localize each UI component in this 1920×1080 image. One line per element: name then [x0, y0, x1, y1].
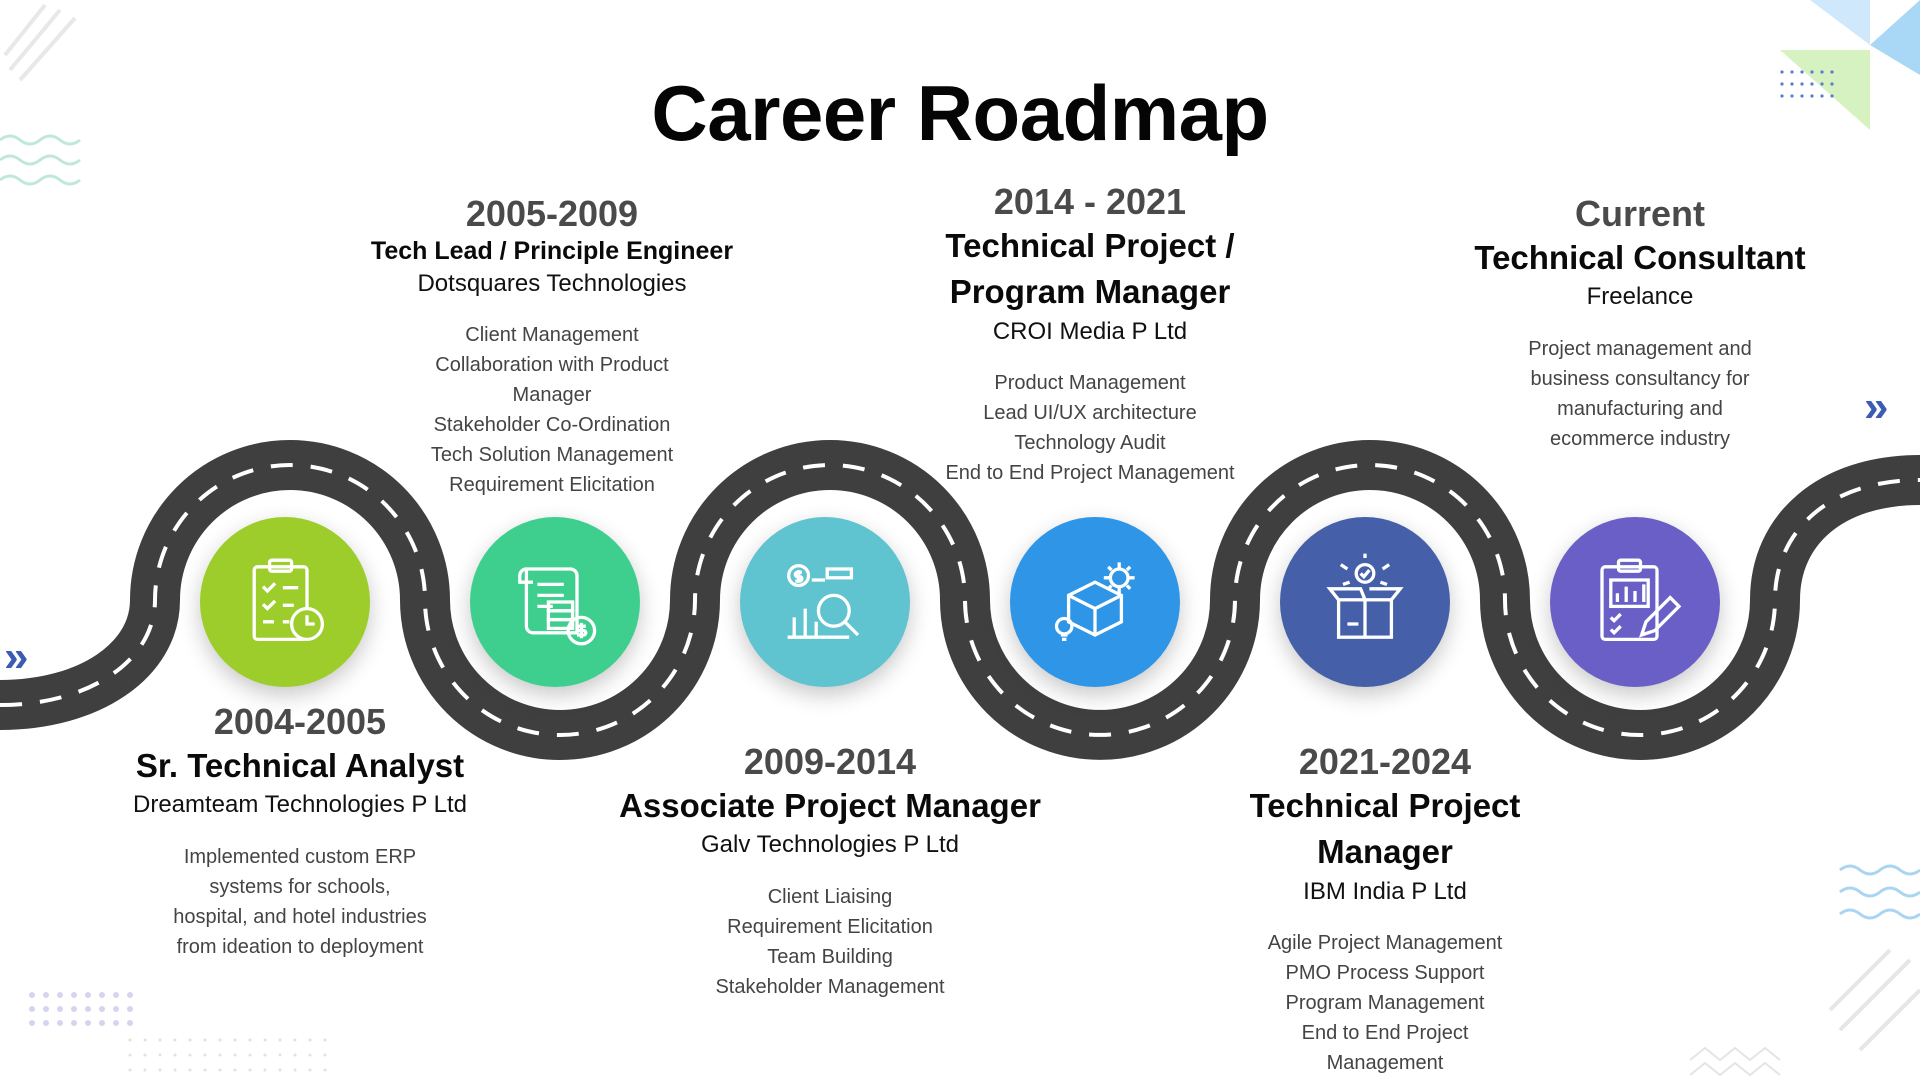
milestone-company: Dreamteam Technologies P Ltd — [133, 791, 467, 819]
list-item: PMO Process Support — [1285, 961, 1485, 984]
milestone-icon-3 — [740, 517, 910, 687]
list-item: Client Liaising — [767, 885, 893, 908]
document-coins-icon — [518, 567, 597, 646]
decor-bottom-right — [1690, 864, 1920, 1077]
decor-bottom-left — [29, 992, 327, 1072]
milestone-icon-4 — [1010, 517, 1180, 687]
list-item: Lead UI/UX architecture — [983, 401, 1197, 424]
list-item: Collaboration with Product — [435, 354, 669, 377]
list-item: Team Building — [767, 945, 893, 968]
milestone-role: Technical Project / Program Manager — [945, 227, 1235, 311]
list-item: Technology Audit — [1014, 431, 1166, 454]
milestone-description: Implemented custom ERP systems for schoo… — [173, 845, 427, 958]
milestone-icon-1 — [200, 517, 370, 687]
double-chevron-right-icon: » — [4, 632, 29, 681]
milestone-year: 2004-2005 — [213, 701, 387, 742]
list-item: Manager — [512, 384, 592, 407]
decor-top-right — [1780, 0, 1920, 130]
milestone-year: 2005-2009 — [465, 193, 639, 234]
milestone-responsibilities: Client Management Collaboration with Pro… — [352, 320, 752, 500]
milestone-year: 2014 - 2021 — [993, 181, 1187, 222]
list-item: Stakeholder Management — [715, 975, 945, 998]
clipboard-clock-icon — [252, 558, 325, 642]
milestone-icon-6 — [1550, 517, 1720, 687]
page-title: Career Roadmap — [651, 69, 1269, 157]
milestone-year: 2021-2024 — [1298, 741, 1472, 782]
milestone-3: 2009-2014 Associate Project Manager Galv… — [610, 740, 1050, 1002]
milestone-4: 2014 - 2021 Technical Project / Program … — [890, 180, 1290, 488]
milestone-role: Technical Project Manager — [1249, 787, 1521, 871]
milestone-company: Galv Technologies P Ltd — [701, 831, 959, 859]
open-box-check-icon — [1326, 553, 1404, 639]
milestone-1: 2004-2005 Sr. Technical Analyst Dreamtea… — [100, 700, 500, 962]
double-chevron-right-icon: » — [1864, 382, 1889, 431]
milestone-5: 2021-2024 Technical Project Manager IBM … — [1185, 740, 1585, 1078]
analytics-search-icon — [787, 564, 860, 639]
milestone-2: 2005-2009 Tech Lead / Principle Engineer… — [352, 192, 752, 500]
milestone-role: Sr. Technical Analyst — [135, 747, 465, 785]
list-item: End to End Project Management — [945, 461, 1235, 484]
milestone-description: Project management and business consulta… — [1528, 337, 1752, 450]
milestone-company: Freelance — [1586, 283, 1694, 311]
milestone-responsibilities: Client Liaising Requirement Elicitation … — [610, 882, 1050, 1002]
list-item: Requirement Elicitation — [727, 915, 933, 938]
milestone-responsibilities: Product Management Lead UI/UX architectu… — [890, 368, 1290, 488]
box-gear-icon — [1054, 562, 1135, 642]
milestone-icon-5 — [1280, 517, 1450, 687]
milestone-icon-2 — [470, 517, 640, 687]
milestone-company: IBM India P Ltd — [1303, 877, 1467, 905]
list-item: Management — [1326, 1051, 1444, 1074]
decor-top-left — [0, 3, 81, 186]
milestone-year: 2009-2014 — [743, 741, 917, 782]
list-item: Requirement Elicitation — [449, 474, 655, 497]
milestone-company: Dotsquares Technologies — [417, 269, 687, 297]
list-item: Tech Solution Management — [430, 444, 674, 467]
list-item: Agile Project Management — [1267, 931, 1503, 954]
clipboard-chart-icon — [1600, 558, 1682, 642]
milestone-role: Tech Lead / Principle Engineer — [370, 237, 734, 266]
list-item: Client Management — [465, 324, 639, 347]
milestone-6: Current Technical Consultant Freelance P… — [1440, 192, 1840, 454]
milestone-year: Current — [1574, 193, 1705, 234]
list-item: End to End Project — [1301, 1021, 1469, 1044]
milestone-responsibilities: Agile Project Management PMO Process Sup… — [1185, 928, 1585, 1078]
milestone-role: Associate Project Manager — [619, 787, 1041, 825]
milestone-role: Technical Consultant — [1474, 239, 1806, 277]
list-item: Product Management — [994, 371, 1186, 394]
milestone-company: CROI Media P Ltd — [992, 317, 1188, 345]
list-item: Stakeholder Co-Ordination — [433, 414, 671, 437]
list-item: Program Management — [1285, 991, 1485, 1014]
